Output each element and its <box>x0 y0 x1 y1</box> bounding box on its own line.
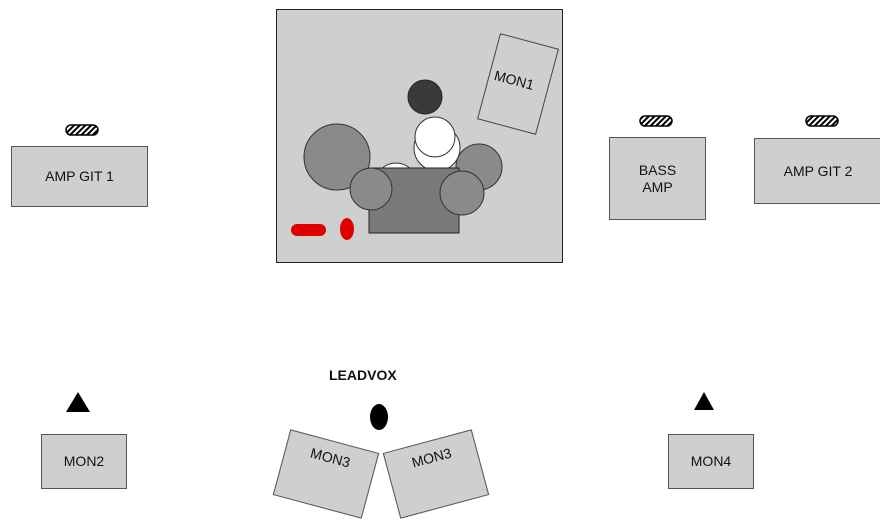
mon4-box: MON4 <box>668 434 754 489</box>
amp-git-2-box: AMP GIT 2 <box>754 138 880 204</box>
tom-white-upper <box>414 116 456 158</box>
red-pad-bar <box>291 224 326 236</box>
floor-tom-left <box>303 123 371 191</box>
amp-git-1-label: AMP GIT 1 <box>45 168 114 184</box>
mon1-wedge <box>477 33 559 135</box>
mon2-label: MON2 <box>63 453 105 469</box>
bass-amp-label-line2: AMP <box>642 178 673 195</box>
mon4-label: MON4 <box>690 453 732 469</box>
rack-tom-dark <box>407 79 443 115</box>
mon2-mic-icon <box>66 392 90 412</box>
amp-git-1-box: AMP GIT 1 <box>11 146 148 207</box>
cymbal-right <box>439 170 485 216</box>
amp-git-2-label: AMP GIT 2 <box>783 162 853 179</box>
mon3-left-label: MON3 <box>308 444 353 471</box>
mon3-right-label: MON3 <box>409 444 454 471</box>
mon4-mic-icon <box>694 392 714 410</box>
red-pad-dot <box>340 218 354 240</box>
bass-amp-label-line1: BASS <box>638 161 677 178</box>
bass-amp-box: BASS AMP <box>609 137 706 220</box>
mon2-box: MON2 <box>41 434 127 489</box>
cymbal-left <box>349 167 393 211</box>
leadvox-label: LEADVOX <box>329 367 397 383</box>
